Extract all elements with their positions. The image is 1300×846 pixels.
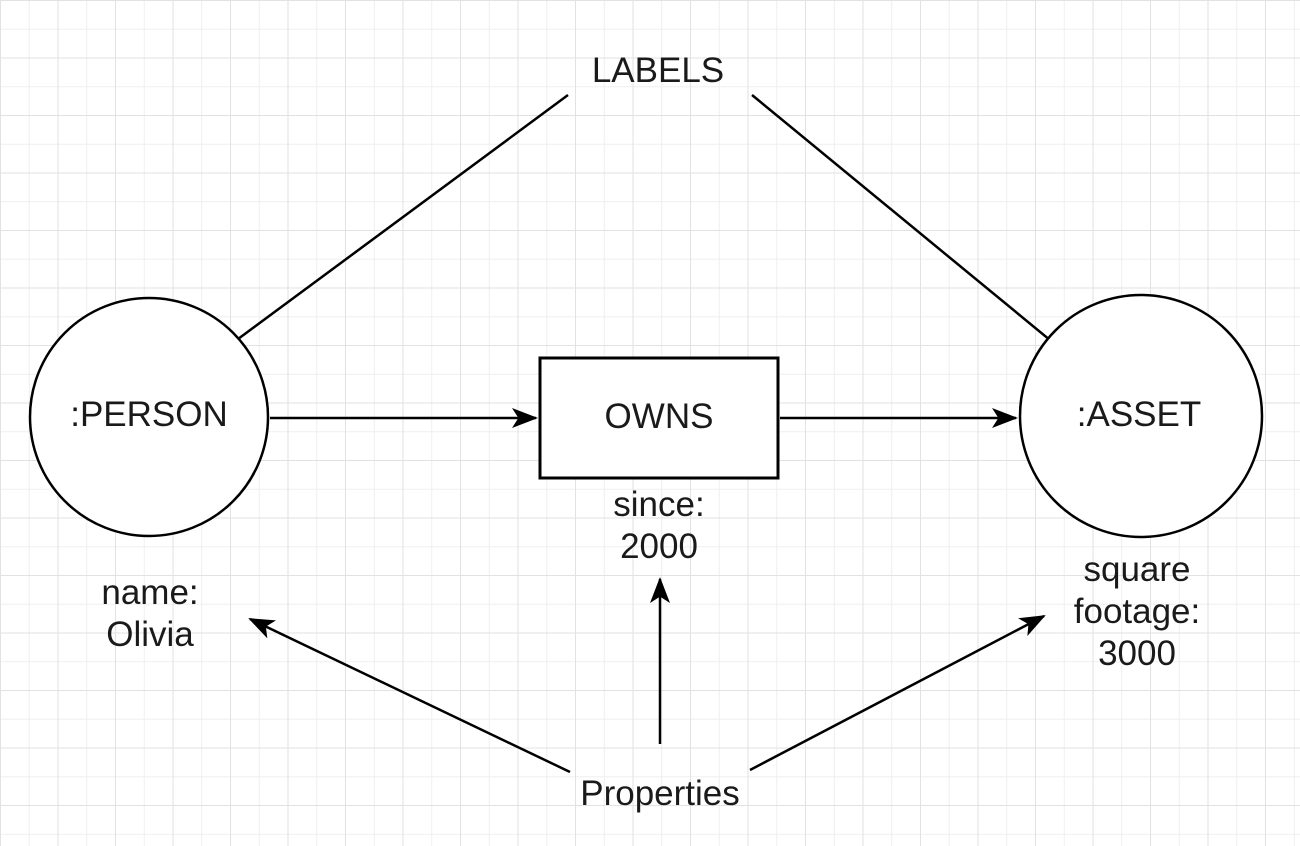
labels-to-person-arrow: [182, 93, 569, 381]
diagram-strokes: [28, 93, 1264, 774]
labels-to-asset-arrow: [751, 94, 1103, 384]
properties-to-name-arrow: [248, 617, 571, 774]
person-node-circle: [28, 296, 270, 538]
owns-relationship-label: OWNS: [604, 397, 714, 436]
person-property-line: name:: [101, 573, 199, 612]
properties-to-footage-arrow: [749, 614, 1046, 772]
asset-property-line: footage:: [1073, 592, 1201, 631]
properties-annotation-title: Properties: [580, 774, 740, 813]
asset-property-line: 3000: [1098, 634, 1176, 673]
person-property-label: name: Olivia: [101, 572, 198, 656]
asset-property-label: square footage: 3000: [1074, 549, 1201, 675]
asset-node-circle: [1018, 293, 1264, 539]
relationship-property-line: since:: [613, 485, 705, 524]
relationship-property-line: 2000: [620, 527, 698, 566]
asset-node-label: :ASSET: [1076, 395, 1202, 434]
owns-relationship-box: [538, 356, 780, 480]
labels-annotation-title: LABELS: [591, 51, 725, 90]
asset-property-line: square: [1083, 550, 1191, 589]
person-node-label: :PERSON: [70, 395, 228, 434]
relationship-property-label: since: 2000: [613, 484, 704, 568]
person-property-line: Olivia: [106, 615, 194, 654]
